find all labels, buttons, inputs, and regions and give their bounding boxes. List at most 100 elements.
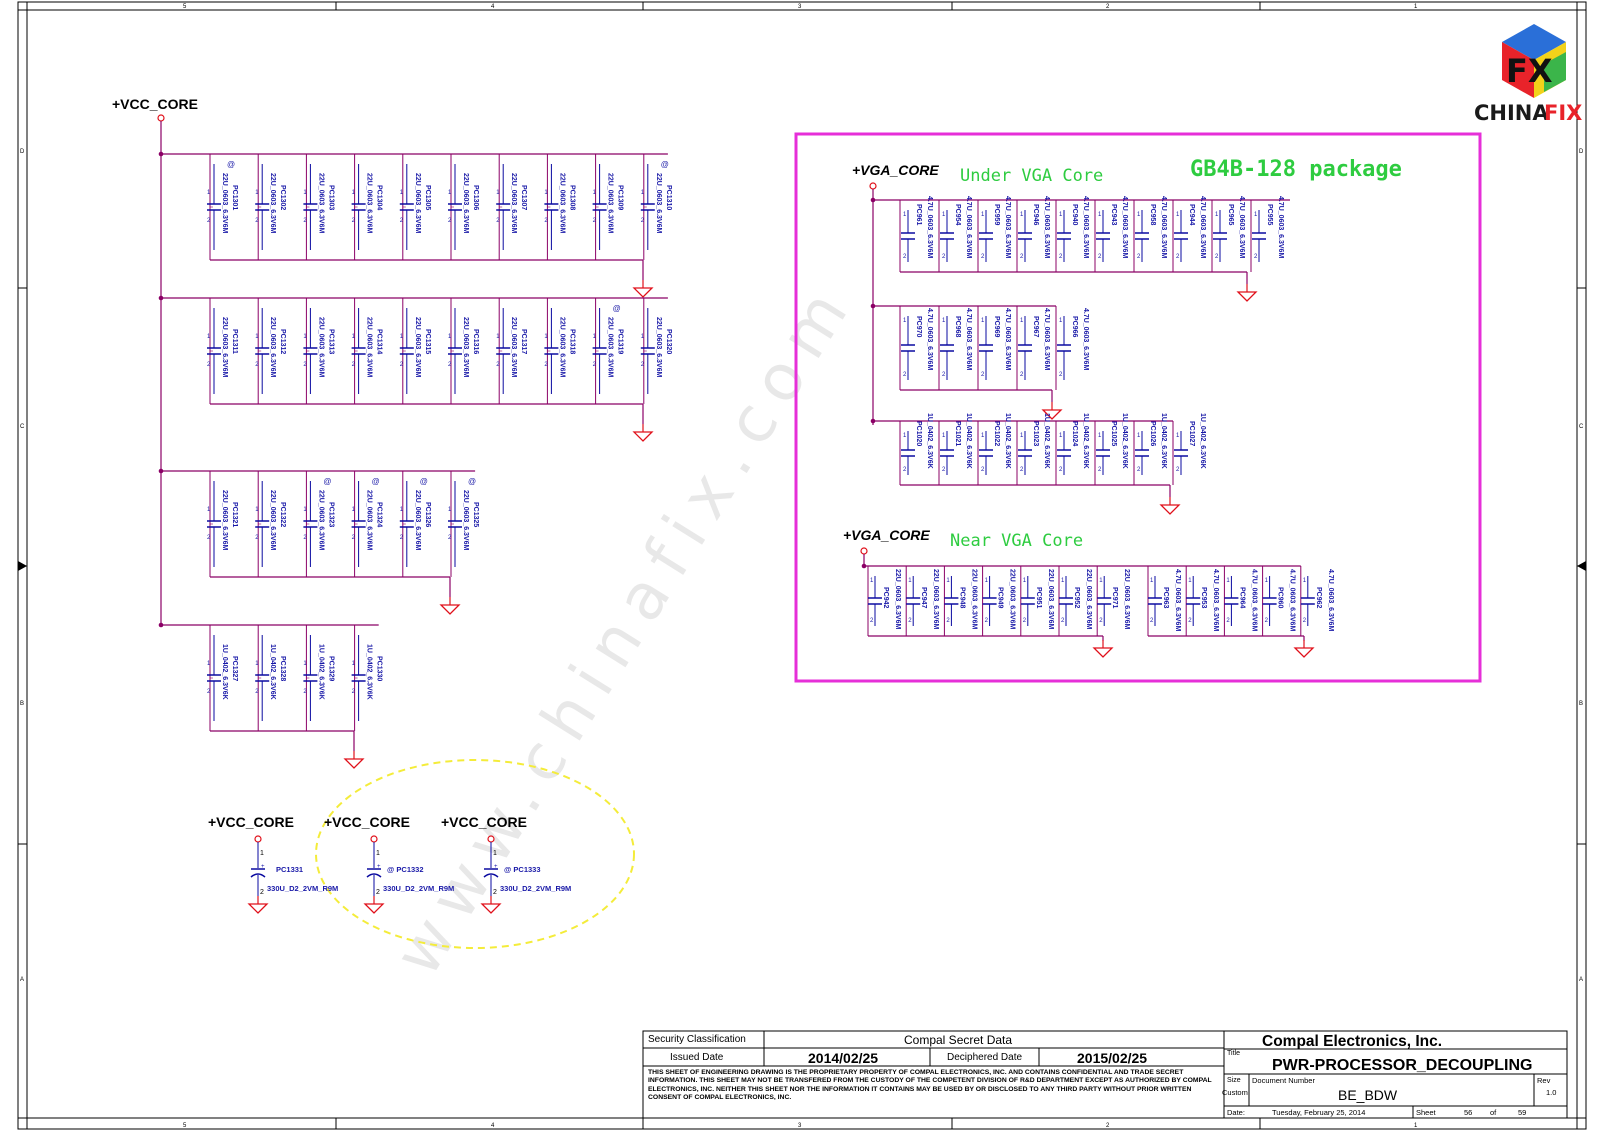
pin-number: 1 [448, 507, 452, 513]
pin-number: 2 [255, 362, 259, 368]
pin-number: 1 [1176, 212, 1180, 218]
cap-value: 22U_0603_6.3V6M [366, 490, 373, 550]
pin-number: 2 [1020, 254, 1024, 260]
capacitor-symbol [1186, 576, 1201, 626]
cap-value: 4.7U_0603_6.3V6M [965, 196, 972, 258]
pin-number: 1 [303, 334, 307, 340]
cap-value: 22U_0603_6.3V6M [317, 490, 324, 550]
capacitor-symbol [1097, 576, 1112, 626]
capacitor-symbol [496, 164, 511, 250]
pin-number: 2 [1215, 254, 1219, 260]
pin-number: 1 [207, 507, 211, 513]
capacitor-symbol [1059, 576, 1073, 626]
cap-value: 22U_0603_6.3V6M [462, 490, 469, 550]
pin-number: 2 [908, 618, 912, 624]
cap-ref: PC1327 [231, 656, 238, 681]
pin-number: 2 [1061, 618, 1065, 624]
cap-at-mark: @ [323, 477, 331, 486]
cap-ref: PC960 [1277, 587, 1284, 609]
pin-number: 2 [255, 218, 259, 224]
pin-number: 2 [903, 467, 907, 473]
pin-number: 1 [981, 318, 985, 324]
pin-number: 1 [400, 190, 404, 196]
capacitor-symbol [1018, 210, 1032, 262]
pin-number: 1 [496, 334, 500, 340]
pin-number: 2 [942, 254, 946, 260]
cap-value: 22U_0603_6.3V6M [558, 173, 565, 233]
cap-ref: PC947 [920, 587, 927, 609]
capacitor-symbol [1148, 576, 1162, 626]
cap-value: 22U_0603_6.3V6M [607, 317, 614, 377]
cap-value: 1U_0402_6.3V6K [926, 413, 933, 469]
ground-triangle [343, 758, 365, 769]
pin-number: 1 [207, 661, 211, 667]
cap-value: 22U_0603_6.3V6M [932, 569, 939, 629]
pin-number: 1 [260, 850, 264, 857]
pin-number: 1 [870, 578, 874, 584]
pin-number: 1 [303, 190, 307, 196]
pin-number: 2 [593, 218, 597, 224]
title-label: Title [1227, 1050, 1240, 1057]
cap-value: 22U_0603_6.3V6M [510, 317, 517, 377]
capacitor-symbol [1135, 210, 1149, 262]
cap-ref: PC1330 [376, 656, 383, 681]
pin-number: 2 [903, 254, 907, 260]
pin-number: 1 [303, 661, 307, 667]
cap-ref: PC954 [954, 204, 961, 226]
ground-symbol [480, 896, 502, 914]
pin-number: 2 [1020, 467, 1024, 473]
pin-number: 1 [903, 433, 907, 439]
cap-ref: PC952 [1073, 587, 1080, 609]
zone-col-label-top: 1 [1414, 4, 1418, 10]
pin-number: 1 [1265, 578, 1269, 584]
pin-number: 2 [207, 535, 211, 541]
ground-symbol [247, 896, 269, 914]
pin-number: 2 [1188, 618, 1192, 624]
pin-number: 1 [641, 334, 645, 340]
bulk-ref: @ PC1333 [504, 865, 541, 874]
capacitor-symbol [1252, 210, 1266, 262]
bulk-net-label: +VCC_CORE [441, 814, 527, 830]
pin-number: 1 [255, 334, 259, 340]
cap-value: 22U_0603_6.3V6M [414, 317, 421, 377]
cap-ref: PC965 [1227, 204, 1234, 226]
cap-ref: PC962 [1315, 587, 1322, 609]
cap-value: 4.7U_0603_6.3V6M [1004, 308, 1011, 370]
cap-ref: PC1319 [617, 329, 624, 354]
ground-symbol [1236, 284, 1258, 302]
zone-col-label-top: 4 [491, 4, 495, 10]
cap-value: 22U_0603_6.3V6M [1085, 569, 1092, 629]
cap-value: 22U_0603_6.3V6M [510, 173, 517, 233]
cap-ref: PC1305 [424, 185, 431, 210]
pin-number: 1 [1023, 578, 1027, 584]
cap-ref: PC1024 [1071, 421, 1078, 446]
cap-ref: PC948 [958, 587, 965, 609]
zone-col-label-bottom: 3 [798, 1123, 802, 1129]
zone-row-label-right: A [1579, 977, 1583, 983]
junction-dot [870, 418, 876, 424]
security-classification-value: Compal Secret Data [904, 1033, 1013, 1047]
capacitor-symbol [944, 576, 959, 626]
cap-ref: PC1309 [617, 185, 624, 210]
capacitor-symbol [496, 308, 511, 394]
capacitor-symbol [1018, 431, 1032, 475]
pin-number: 1 [1188, 578, 1192, 584]
capacitor-symbol [255, 481, 270, 567]
cap-ref: PC946 [1032, 204, 1039, 226]
pin-number: 2 [870, 618, 874, 624]
pin-number: 2 [1150, 618, 1154, 624]
junction-dot [870, 303, 876, 309]
pin-number: 1 [593, 334, 597, 340]
cap-value: 1U_0402_6.3V6K [1121, 413, 1128, 469]
cap-value: 4.7U_0603_6.3V6M [1212, 569, 1219, 631]
pin-number: 1 [981, 212, 985, 218]
capacitor-symbol [1057, 316, 1071, 380]
pin-number: 1 [376, 850, 380, 857]
cap-ref: PC1317 [520, 329, 527, 354]
capacitor-symbol [1300, 576, 1315, 626]
cap-value: 22U_0603_6.3V6M [655, 173, 662, 233]
capacitor-symbol [351, 481, 366, 567]
cap-ref: PC940 [1071, 204, 1078, 226]
